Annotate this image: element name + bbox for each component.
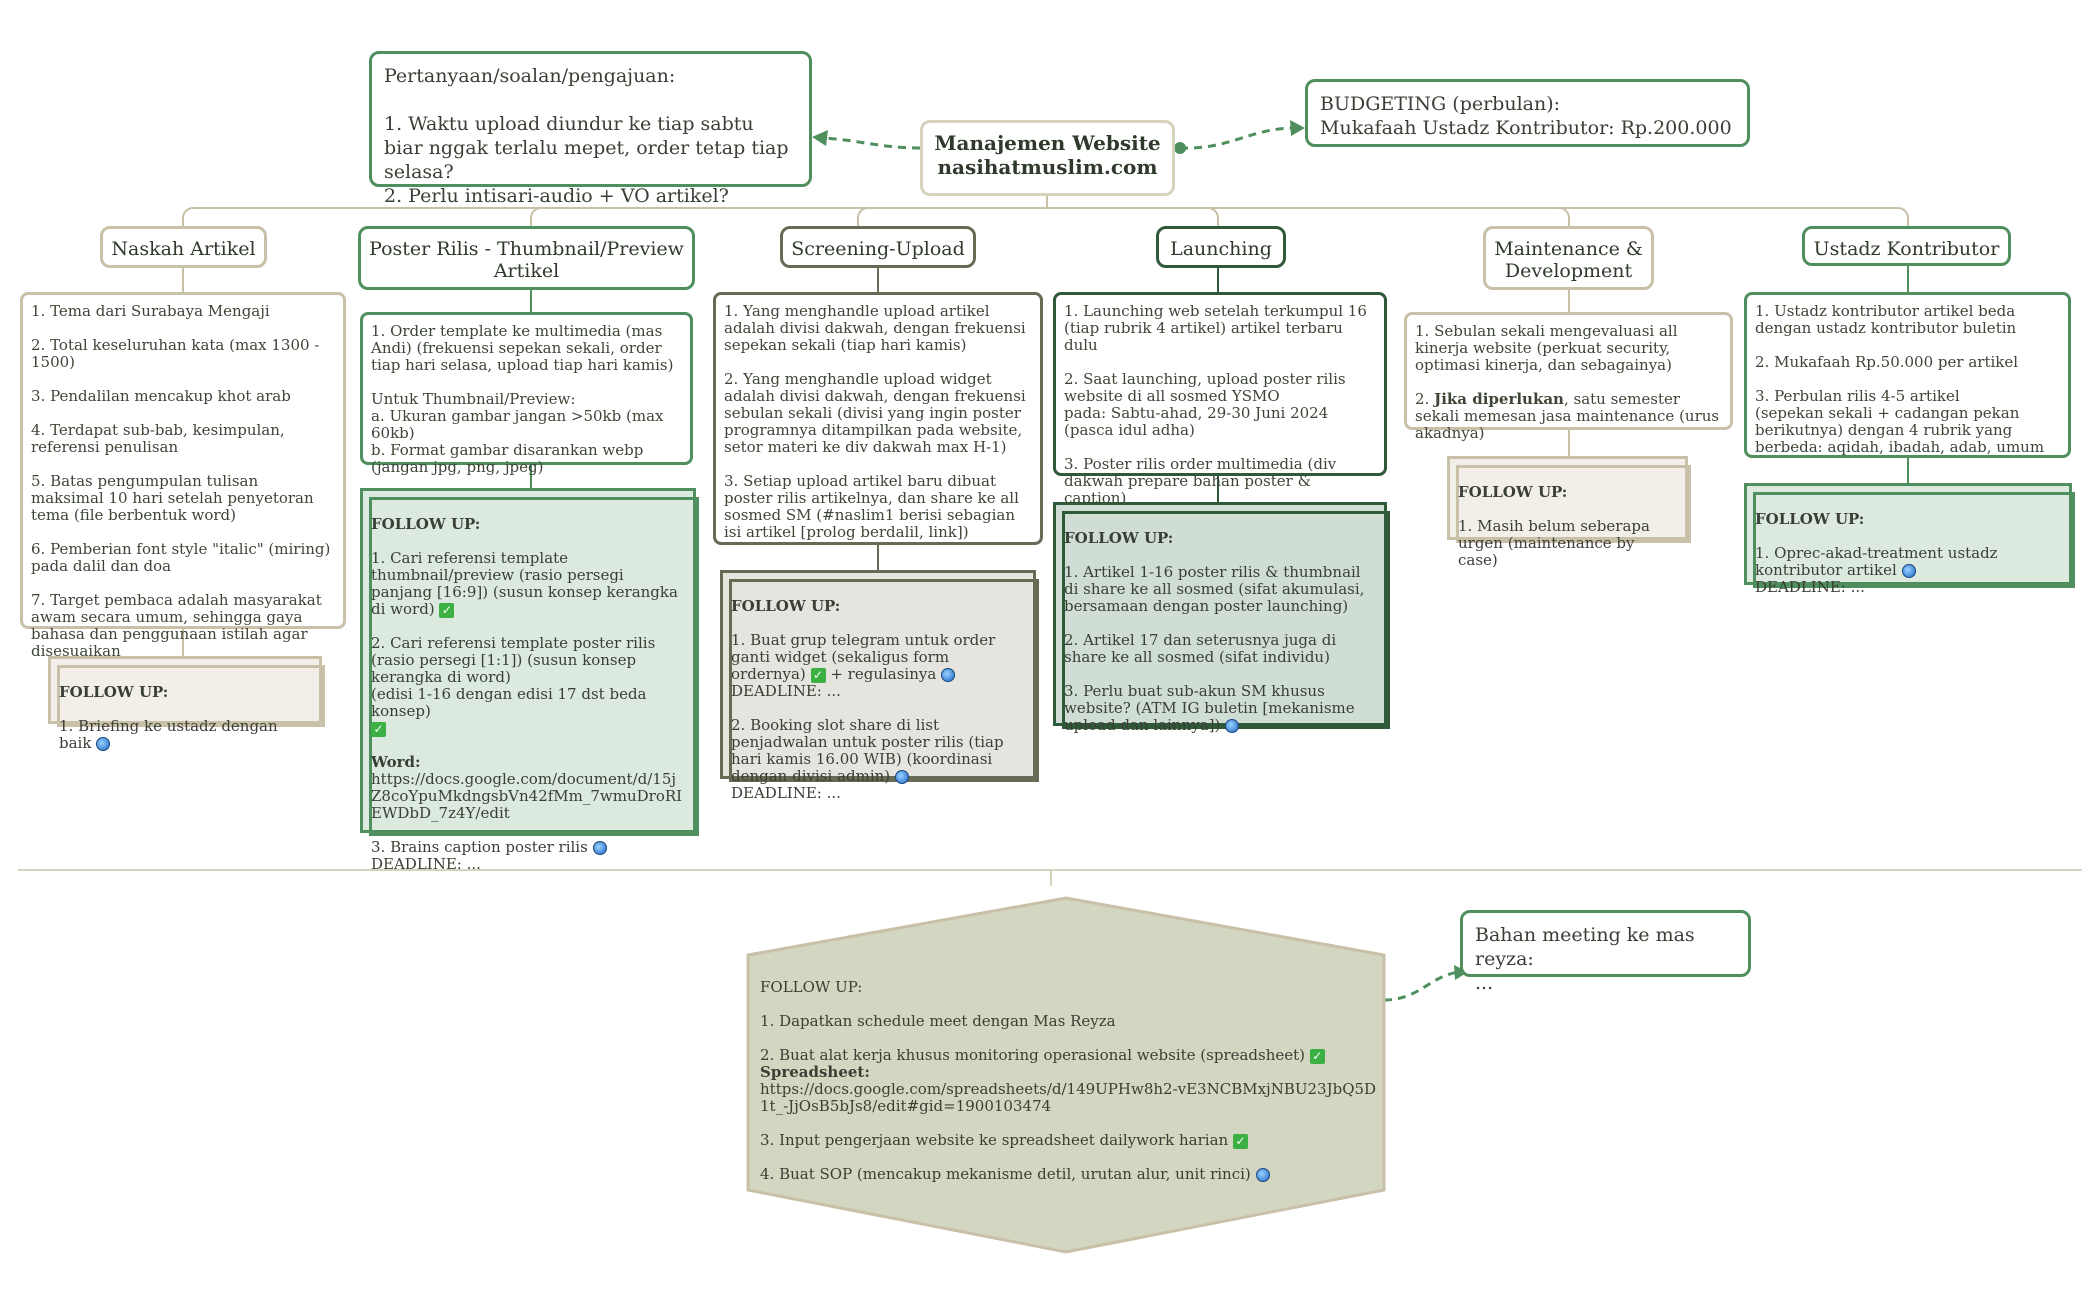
screening-followup[interactable]: FOLLOW UP: 1. Buat grup telegram untuk o… [720,570,1039,802]
deadline-text: DEADLINE: ... [731,682,841,700]
bottom-followup-heading: FOLLOW UP: [760,978,863,996]
spinner-icon [941,668,956,682]
bottom-item-3: 3. Input pengerjaan website ke spreadshe… [760,1131,1229,1149]
check-mark-icon: ✓ [1232,1133,1248,1149]
poster-detail[interactable]: 1. Order template ke multimedia (mas And… [360,312,693,476]
spreadsheet-label: Spreadsheet: [760,1063,870,1081]
poster-followup[interactable]: FOLLOW UP: 1. Cari referensi template th… [360,488,699,873]
followup-heading: FOLLOW UP: [731,597,841,615]
branch-maintenance[interactable]: Maintenance & Development [1483,226,1654,290]
budgeting-note[interactable]: BUDGETING (perbulan): Mukafaah Ustadz Ko… [1305,79,1750,147]
maintenance-detail[interactable]: 1. Sebulan sekali mengevaluasi all kiner… [1404,312,1733,442]
central-topic[interactable]: Manajemen Website nasihatmuslim.com [920,120,1175,196]
maintenance-detail-2-post: , satu semester sekali memesan jasa main… [1415,390,1720,442]
naskah-followup[interactable]: FOLLOW UP: 1. Briefing ke ustadz dengan … [48,656,325,752]
branch-naskah-artikel[interactable]: Naskah Artikel [100,226,267,268]
spinner-icon [1901,564,1916,578]
ustadz-detail[interactable]: 1. Ustadz kontributor artikel beda denga… [1744,292,2071,458]
spinner-icon [894,770,909,784]
followup-heading: FOLLOW UP: [1458,483,1568,501]
spreadsheet-link[interactable]: https://docs.google.com/spreadsheets/d/1… [760,1080,1377,1115]
launching-followup[interactable]: FOLLOW UP: 1. Artikel 1-16 poster rilis … [1053,502,1390,734]
followup-item: 2. Artikel 17 dan seterusnya juga di sha… [1064,631,1337,666]
spinner-icon [96,737,111,751]
bottom-followup[interactable]: FOLLOW UP: 1. Dapatkan schedule meet den… [760,962,1380,1183]
bottom-item-1: 1. Dapatkan schedule meet dengan Mas Rey… [760,1012,1116,1030]
bottom-item-2: 2. Buat alat kerja khusus monitoring ope… [760,1046,1306,1064]
followup-heading: FOLLOW UP: [371,515,481,533]
maintenance-detail-2-pre: 2. [1415,390,1435,408]
screening-detail[interactable]: 1. Yang menghandle upload artikel adalah… [713,292,1043,545]
followup-item: 1. Buat grup telegram untuk order ganti … [731,631,996,683]
spinner-icon [1225,719,1240,733]
deadline-text: DEADLINE: ... [371,855,481,873]
maintenance-detail-1: 1. Sebulan sekali mengevaluasi all kiner… [1415,322,1678,374]
branch-launching[interactable]: Launching [1156,226,1286,268]
followup-item: 1. Artikel 1-16 poster rilis & thumbnail… [1064,563,1365,615]
followup-item-extra: + regulasinya [830,665,937,683]
deadline-text: DEADLINE: ... [731,784,841,802]
spinner-icon [592,841,607,855]
followup-item: 2. Cari referensi template poster rilis … [371,634,656,720]
maintenance-followup[interactable]: FOLLOW UP: 1. Masih belum seberapa urgen… [1447,456,1691,569]
ustadz-followup[interactable]: FOLLOW UP: 1. Oprec-akad-treatment ustad… [1744,483,2075,596]
questions-note[interactable]: Pertanyaan/soalan/pengajuan: 1. Waktu up… [369,51,812,207]
followup-item: 1. Oprec-akad-treatment ustadz kontribut… [1755,544,1998,579]
launching-detail[interactable]: 1. Launching web setelah terkumpul 16 (t… [1053,292,1387,507]
branch-poster-rilis[interactable]: Poster Rilis - Thumbnail/Preview Artikel [358,226,695,290]
word-label: Word: [371,753,421,771]
followup-heading: FOLLOW UP: [59,683,169,701]
followup-item: 1. Cari referensi template thumbnail/pre… [371,549,678,618]
branch-ustadz-kontributor[interactable]: Ustadz Kontributor [1802,226,2011,266]
bottom-item-4: 4. Buat SOP (mencakup mekanisme detil, u… [760,1165,1251,1183]
spinner-icon [1255,1168,1270,1182]
followup-item: 3. Brains caption poster rilis [371,838,588,856]
check-mark-icon: ✓ [1309,1048,1325,1064]
maintenance-detail-2-bold: Jika diperlukan [1434,390,1564,408]
word-link[interactable]: https://docs.google.com/document/d/15jZ8… [371,770,683,822]
deadline-text: DEADLINE: ... [1755,578,1865,596]
bottom-followup-shape [746,896,1386,1254]
meeting-note[interactable]: Bahan meeting ke mas reyza: ... [1460,910,1751,994]
followup-item: 1. Briefing ke ustadz dengan baik [59,717,278,752]
branch-screening-upload[interactable]: Screening-Upload [780,226,976,268]
naskah-detail[interactable]: 1. Tema dari Surabaya Mengaji 2. Total k… [20,292,346,660]
followup-item: 1. Masih belum seberapa urgen (maintenan… [1458,517,1650,569]
followup-heading: FOLLOW UP: [1755,510,1865,528]
central-title-line1: Manajemen Website [934,131,1161,155]
followup-item: 3. Perlu buat sub-akun SM khusus website… [1064,682,1355,734]
check-mark-icon: ✓ [810,667,826,683]
followup-item: 2. Booking slot share di list penjadwala… [731,716,1004,785]
followup-heading: FOLLOW UP: [1064,529,1174,547]
check-mark-icon: ✓ [371,721,386,737]
check-mark-icon: ✓ [439,602,455,618]
central-title-line2: nasihatmuslim.com [937,155,1158,179]
